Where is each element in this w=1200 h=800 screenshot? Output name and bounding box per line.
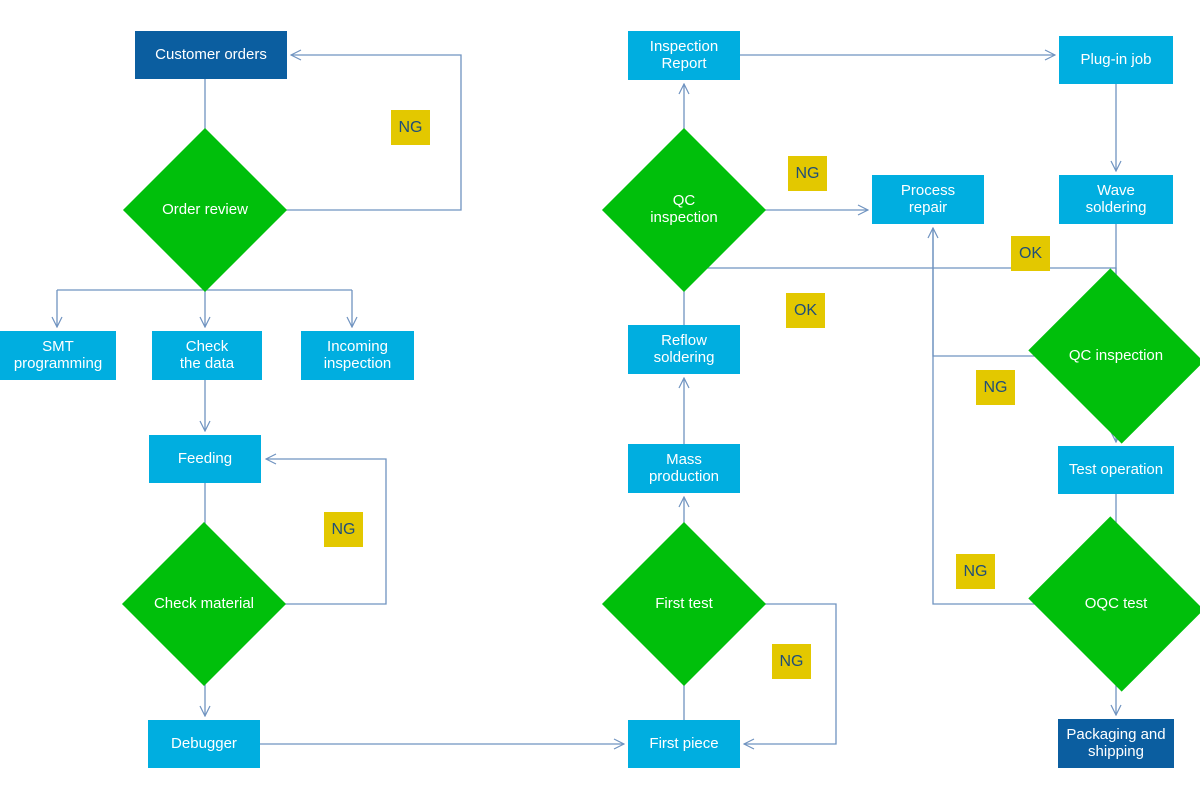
decision-shape-order-review <box>122 127 288 293</box>
edge-order-review-ng-to-customer-orders <box>263 55 462 211</box>
node-customer-orders[interactable]: Customer orders <box>135 31 287 79</box>
tag-qc1-ng: NG <box>788 156 827 191</box>
node-label-reflow-soldering: Reflow soldering <box>653 331 715 366</box>
node-first-test[interactable]: First test <box>601 521 767 687</box>
node-qc-inspection-1[interactable]: QC inspection <box>601 127 767 293</box>
node-label-feeding: Feeding <box>177 449 233 467</box>
node-packaging-shipping[interactable]: Packaging and shipping <box>1058 719 1174 768</box>
node-label-check-the-data: Check the data <box>179 337 235 372</box>
node-inspection-report[interactable]: Inspection Report <box>628 31 740 80</box>
node-label-mass-production: Mass production <box>648 450 720 485</box>
node-label-wave-soldering: Wave soldering <box>1085 181 1147 216</box>
edge-qc-inspection-1-ok-to-qc-inspection-2 <box>684 267 1116 294</box>
tag-qc1-ok: OK <box>786 293 825 328</box>
node-qc-inspection-2[interactable]: QC inspection <box>1028 268 1200 444</box>
decision-shape-check-material <box>121 521 287 687</box>
node-label-incoming-inspection: Incoming inspection <box>323 337 392 372</box>
tag-wave-ok: OK <box>1011 236 1050 271</box>
node-first-piece[interactable]: First piece <box>628 720 740 768</box>
node-label-first-piece: First piece <box>649 734 719 752</box>
node-debugger[interactable]: Debugger <box>148 720 260 768</box>
tag-order-review-ng: NG <box>391 110 430 145</box>
node-process-repair[interactable]: Process repair <box>872 175 984 224</box>
node-feeding[interactable]: Feeding <box>149 435 261 483</box>
node-plug-in-job[interactable]: Plug-in job <box>1059 36 1173 84</box>
node-label-customer-orders: Customer orders <box>155 45 267 63</box>
node-reflow-soldering[interactable]: Reflow soldering <box>628 325 740 374</box>
node-mass-production[interactable]: Mass production <box>628 444 740 493</box>
edge-first-test-ng-to-first-piece <box>742 603 837 744</box>
decision-shape-qc-inspection-1 <box>601 127 767 293</box>
node-label-process-repair: Process repair <box>900 181 956 216</box>
node-label-inspection-report: Inspection Report <box>649 37 719 72</box>
node-label-test-operation: Test operation <box>1068 460 1164 478</box>
node-incoming-inspection[interactable]: Incoming inspection <box>301 331 414 380</box>
tag-check-material-ng: NG <box>324 512 363 547</box>
node-oqc-test[interactable]: OQC test <box>1028 516 1200 692</box>
node-label-plug-in-job: Plug-in job <box>1080 50 1152 68</box>
node-label-smt-programming: SMT programming <box>13 337 103 372</box>
tag-first-test-ng: NG <box>772 644 811 679</box>
node-order-review[interactable]: Order review <box>122 127 288 293</box>
tag-qc2-ng: NG <box>976 370 1015 405</box>
node-label-packaging-shipping: Packaging and shipping <box>1066 725 1166 760</box>
node-test-operation[interactable]: Test operation <box>1058 446 1174 494</box>
node-wave-soldering[interactable]: Wave soldering <box>1059 175 1173 224</box>
decision-shape-first-test <box>601 521 767 687</box>
node-check-the-data[interactable]: Check the data <box>152 331 262 380</box>
edge-check-material-ng-to-feeding <box>262 459 387 605</box>
edge-oqc-test-ng-to-process-repair <box>932 228 1050 605</box>
node-smt-programming[interactable]: SMT programming <box>0 331 116 380</box>
node-label-debugger: Debugger <box>171 734 237 752</box>
node-check-material[interactable]: Check material <box>121 521 287 687</box>
tag-oqc-ng: NG <box>956 554 995 589</box>
